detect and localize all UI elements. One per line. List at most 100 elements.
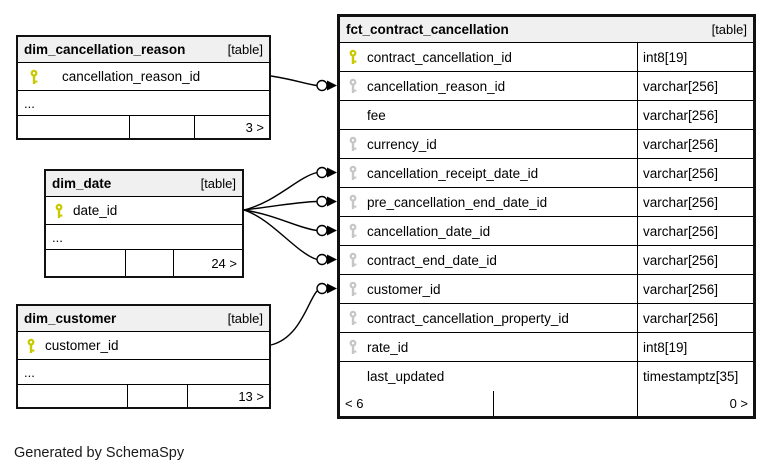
- foreign-key-icon: [347, 252, 359, 268]
- children-count-link[interactable]: 0 >: [729, 396, 748, 411]
- column-name-cell: rate_id: [340, 333, 637, 361]
- column-type: varchar[256]: [637, 246, 753, 274]
- column-row-cancellation-reason-id: cancellation_reason_id: [18, 63, 269, 91]
- relationship-line-reason: [270, 75, 318, 87]
- foreign-key-icon: [347, 165, 359, 181]
- table-badge: [table]: [227, 311, 263, 326]
- parents-count-link[interactable]: < 6: [340, 391, 494, 416]
- relationship-line-date-4: [243, 209, 318, 261]
- table-name[interactable]: fct_contract_cancellation: [346, 22, 509, 37]
- relationship-arrow-icon: [327, 167, 337, 178]
- column-name: currency_id: [367, 136, 437, 152]
- table-name[interactable]: dim_customer: [24, 311, 117, 326]
- table-footer: 3 >: [18, 116, 269, 138]
- no-key-icon: [347, 107, 359, 123]
- schemaspy-credit: Generated by SchemaSpy: [14, 445, 185, 461]
- column-name-cell: cancellation_date_id: [340, 217, 637, 245]
- table-header[interactable]: dim_cancellation_reason [table]: [18, 37, 269, 63]
- column-type: varchar[256]: [637, 188, 753, 216]
- column-name: date_id: [73, 203, 118, 218]
- column-name: contract_end_date_id: [367, 252, 497, 268]
- foreign-key-icon: [347, 281, 359, 297]
- column-name: cancellation_date_id: [367, 223, 491, 239]
- column-row: cancellation_receipt_date_id varchar[256]: [340, 159, 753, 188]
- column-name-cell: cancellation_receipt_date_id: [340, 159, 637, 187]
- column-name-cell: contract_end_date_id: [340, 246, 637, 274]
- column-name-cell: date_id: [46, 203, 117, 219]
- table-badge: [table]: [227, 42, 263, 57]
- relationship-zero-marker: [316, 79, 328, 92]
- primary-key-icon: [347, 49, 359, 65]
- column-name-cell: contract_cancellation_id: [340, 43, 637, 71]
- column-name-cell: last_updated: [340, 362, 637, 391]
- relationship-arrow-icon: [327, 80, 337, 91]
- table-dim-cancellation-reason: dim_cancellation_reason [table] cancella…: [16, 35, 271, 140]
- table-header[interactable]: dim_customer [table]: [18, 306, 269, 332]
- related-count-link[interactable]: 24 >: [211, 255, 237, 271]
- column-type: varchar[256]: [637, 275, 753, 303]
- no-key-icon: [347, 369, 359, 385]
- column-row: last_updated timestamptz[35]: [340, 362, 753, 391]
- foreign-key-icon: [347, 136, 359, 152]
- table-badge: [table]: [711, 22, 747, 37]
- column-type: timestamptz[35]: [637, 362, 753, 391]
- column-name: customer_id: [45, 338, 119, 353]
- column-name-cell: contract_cancellation_property_id: [340, 304, 637, 332]
- foreign-key-icon: [347, 194, 359, 210]
- relationship-zero-marker: [316, 282, 328, 295]
- table-badge: [table]: [200, 176, 236, 191]
- column-type: varchar[256]: [637, 304, 753, 332]
- table-dim-customer: dim_customer [table] customer_id ... 13 …: [16, 304, 271, 409]
- table-header[interactable]: dim_date [table]: [46, 171, 242, 197]
- column-type: varchar[256]: [637, 159, 753, 187]
- column-name-cell: cancellation_reason_id: [18, 69, 200, 85]
- ellipsis-row: ...: [18, 91, 269, 116]
- table-name[interactable]: dim_date: [52, 176, 112, 191]
- column-name: contract_cancellation_property_id: [367, 310, 569, 326]
- column-row: contract_cancellation_property_id varchar…: [340, 304, 753, 333]
- table-header[interactable]: fct_contract_cancellation [table]: [340, 17, 753, 43]
- column-name: pre_cancellation_end_date_id: [367, 194, 548, 210]
- relationship-line-customer: [270, 290, 318, 346]
- footer-cell: [18, 385, 128, 407]
- primary-key-icon: [28, 69, 40, 85]
- column-name-cell: cancellation_reason_id: [340, 72, 637, 100]
- column-name-cell: currency_id: [340, 130, 637, 158]
- ellipsis-row: ...: [18, 360, 269, 385]
- table-dim-date: dim_date [table] date_id ... 24 >: [44, 169, 244, 278]
- relationship-zero-marker: [316, 166, 328, 179]
- column-name: contract_cancellation_id: [367, 49, 512, 65]
- relationship-arrow-icon: [327, 225, 337, 236]
- footer-cell: [18, 116, 130, 138]
- footer-cell: [128, 385, 188, 407]
- table-fct-contract-cancellation: fct_contract_cancellation [table] contra…: [337, 14, 756, 419]
- related-count-link[interactable]: 13 >: [238, 388, 264, 404]
- relationship-zero-marker: [316, 253, 328, 266]
- table-name[interactable]: dim_cancellation_reason: [24, 42, 186, 57]
- column-row-date-id: date_id: [46, 197, 242, 225]
- relationship-zero-marker: [316, 224, 328, 237]
- footer-cell: [494, 391, 638, 416]
- ellipsis-row: ...: [46, 225, 242, 250]
- table-footer: 24 >: [46, 250, 242, 276]
- table-footer: 13 >: [18, 385, 269, 407]
- column-row-customer-id: customer_id: [18, 332, 269, 360]
- column-name: last_updated: [367, 369, 445, 384]
- table-footer: < 6 0 >: [340, 391, 753, 416]
- column-type: int8[19]: [637, 333, 753, 361]
- relationship-arrow-icon: [327, 283, 337, 294]
- column-name: cancellation_receipt_date_id: [367, 165, 539, 181]
- column-name: fee: [367, 107, 386, 123]
- related-count-link[interactable]: 3 >: [245, 119, 264, 135]
- relationship-line-date-3: [243, 209, 318, 232]
- foreign-key-icon: [347, 339, 359, 355]
- footer-cell: [126, 250, 174, 276]
